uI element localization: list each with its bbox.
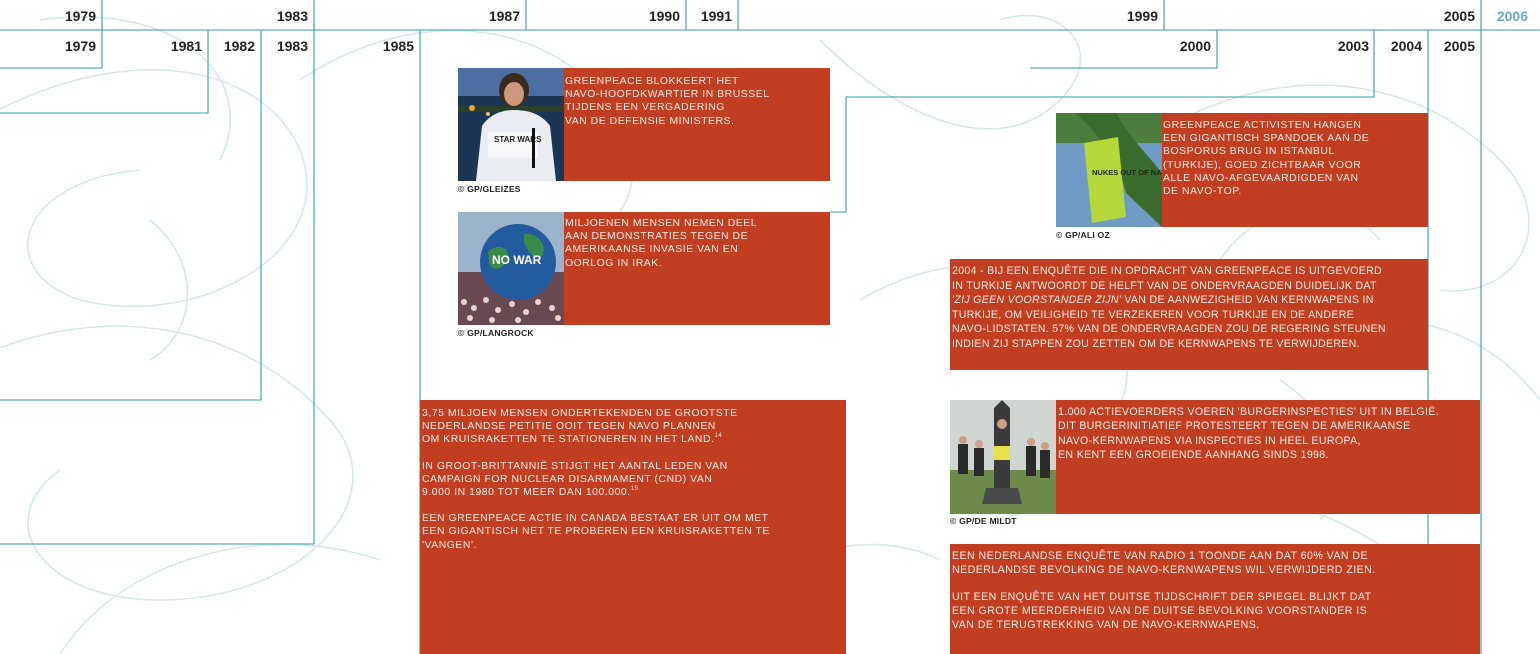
text-line: 'ZIJ GEEN VOORSTANDER ZIJN' VAN DE AANWE… [952, 293, 1428, 308]
year-label: 1983 [276, 8, 308, 24]
text-line: EN KENT EEN GROEIENDE AANHANG SINDS 1998… [1058, 449, 1329, 462]
inspection-photo [950, 400, 1056, 514]
text-line: 9.000 IN 1980 TOT MEER DAN 100.000.15 [422, 486, 846, 499]
text-line: EEN GIGANTISCH NET TE PROBEREN EEN KRUIS… [422, 526, 770, 538]
event-petitie: 3,75 MILJOEN MENSEN ONDERTEKENDEN DE GRO… [420, 400, 846, 654]
text-line: OM KRUISRAKETTEN TE STATIONEREN IN HET L… [422, 433, 846, 446]
year-label: 1979 [64, 38, 96, 54]
year-label: 1981 [170, 38, 202, 54]
photo-credit: © GP/ALI OZ [1056, 230, 1110, 240]
text-line: (TURKIJE), GOED ZICHTBAAR VOOR [1163, 159, 1362, 171]
year-label: 2003 [1337, 38, 1369, 54]
year-label: 2005 [1443, 38, 1475, 54]
year-label: 2004 [1390, 38, 1422, 54]
quote-text: 'ZIJ GEEN VOORSTANDER ZIJN' [952, 294, 1122, 306]
year-label: 1983 [276, 38, 308, 54]
event-burgerinspecties: 1.000 ACTIEVOERDERS VOEREN 'BURGERINSPEC… [1056, 400, 1480, 514]
event-bosporus-text: GREENPEACE ACTIVISTEN HANGEN EEN GIGANTI… [1162, 113, 1428, 227]
text-line: MILJOENEN MENSEN NEMEN DEEL [565, 218, 758, 229]
event-irak-text: MILJOENEN MENSEN NEMEN DEEL AAN DEMONSTR… [564, 212, 830, 325]
text-line: GREENPEACE BLOKKEERT HET [565, 76, 739, 87]
text-line: NEDERLANDSE BEVOLKING DE NAVO-KERNWAPENS… [952, 564, 1376, 576]
footnote-ref: 15 [630, 486, 639, 493]
text-line: 3,75 MILJOEN MENSEN ONDERTEKENDEN DE GRO… [422, 408, 738, 419]
balloon-photo: NO WAR [458, 212, 564, 325]
year-label: 2005 [1443, 8, 1475, 24]
year-label-current: 2006 [1496, 8, 1528, 24]
text-line: VAN DE DEFENSIE MINISTERS. [565, 115, 735, 127]
year-label: 1999 [1126, 8, 1158, 24]
text-line: 2004 - BIJ EEN ENQUÊTE DIE IN OPDRACHT V… [952, 265, 1383, 277]
text-line: EEN GREENPEACE ACTIE IN CANADA BESTAAT E… [422, 513, 769, 525]
year-label: 1982 [223, 38, 255, 54]
text-line: NAVO-KERNWAPENS VIA INSPECTIES IN HEEL E… [1058, 434, 1361, 447]
text-line: BOSPORUS BRUG IN ISTANBUL [1163, 146, 1335, 158]
event-navo-hq-text: GREENPEACE BLOKKEERT HET NAVO-HOOFDKWART… [564, 68, 830, 181]
balloon-text: NO WAR [492, 253, 542, 267]
year-label: 2000 [1179, 38, 1211, 54]
year-label: 1985 [382, 38, 414, 54]
text-line: AMERIKAANSE INVASIE VAN EN [565, 244, 739, 256]
year-label: 1990 [648, 8, 680, 24]
text-line: EEN NEDERLANDSE ENQUÊTE VAN RADIO 1 TOON… [952, 550, 1368, 562]
text-line: ALLE NAVO-AFGEVAARDIGDEN VAN [1163, 172, 1359, 184]
text-line: DIT BURGERINITIATIEF PROTESTEERT TEGEN D… [1058, 420, 1411, 433]
text-fragment: 9.000 IN 1980 TOT MEER DAN 100.000. [422, 487, 631, 499]
text-line: 'VANGEN'. [422, 539, 477, 551]
text-line: CAMPAIGN FOR NUCLEAR DISARMAMENT (CND) V… [422, 473, 713, 485]
banner-text: NUKES OUT OF NATO [1092, 168, 1162, 177]
photo-credit: © GP/GLEIZES [458, 184, 521, 194]
photo-credit: © GP/LANGROCK [458, 328, 534, 338]
text-line: 1.000 ACTIEVOERDERS VOEREN 'BURGERINSPEC… [1058, 406, 1440, 418]
year-label: 1991 [700, 8, 732, 24]
photo-credit: © GP/DE MILDT [950, 516, 1017, 526]
text-line: IN GROOT-BRITTANNIË STIJGT HET AANTAL LE… [422, 460, 728, 472]
text-line: NAVO-HOOFDKWARTIER IN BRUSSEL [565, 89, 770, 101]
event-turkije-survey: 2004 - BIJ EEN ENQUÊTE DIE IN OPDRACHT V… [950, 259, 1428, 370]
text-line: IN TURKIJE ANTWOORDT DE HELFT VAN DE OND… [952, 279, 1377, 292]
text-line: UIT EEN ENQUÊTE VAN HET DUITSE TIJDSCHRI… [952, 591, 1372, 603]
text-fragment: OM KRUISRAKETTEN TE STATIONEREN IN HET L… [422, 434, 715, 446]
text-line: OORLOG IN IRAK. [565, 257, 663, 269]
banner-photo: NUKES OUT OF NATO [1056, 113, 1162, 227]
text-line: VAN DE TERUGTREKKING VAN DE NAVO-KERNWAP… [952, 619, 1260, 631]
footnote-ref: 14 [714, 433, 723, 440]
text-line: NAVO-LIDSTATEN. 57% VAN DE ONDERVRAAGDEN… [952, 323, 1386, 335]
text-line: DE NAVO-TOP. [1163, 186, 1242, 198]
sign-text: STAR WARS [494, 135, 542, 144]
text-line: EEN GROTE MEERDERHEID VAN DE DUITSE BEVO… [952, 605, 1368, 617]
text-line: TIJDENS EEN VERGADERING [565, 102, 725, 114]
text-fragment: VAN DE AANWEZIGHEID VAN KERNWAPENS IN [1121, 294, 1374, 306]
text-line: NEDERLANDSE PETITIE OOIT TEGEN NAVO PLAN… [422, 421, 716, 433]
year-label: 1979 [64, 8, 96, 24]
text-line: EEN GIGANTISCH SPANDOEK AAN DE [1163, 133, 1370, 145]
year-label: 1987 [488, 8, 520, 24]
text-line: GREENPEACE ACTIVISTEN HANGEN [1163, 120, 1362, 131]
text-line: AAN DEMONSTRATIES TEGEN DE [565, 231, 749, 243]
event-enquetes: EEN NEDERLANDSE ENQUÊTE VAN RADIO 1 TOON… [950, 544, 1480, 654]
protester-photo: STAR WARS [458, 68, 564, 181]
text-line: INDIEN ZIJ STAPPEN ZOU ZETTEN OM DE KERN… [952, 337, 1360, 350]
text-line: TURKIJE, OM VEILIGHEID TE VERZEKEREN VOO… [952, 308, 1355, 321]
